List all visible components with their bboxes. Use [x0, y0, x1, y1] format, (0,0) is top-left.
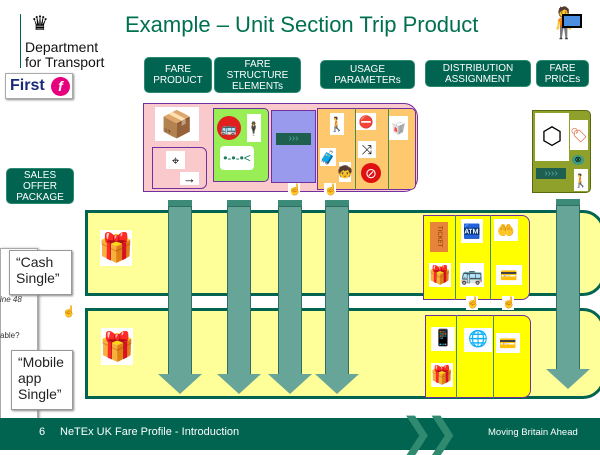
header-distribution-assignment[interactable]: DISTRIBUTION ASSIGNMENT — [425, 60, 531, 87]
flow-arrow — [315, 200, 359, 396]
contactless-card-icon: 💳 — [496, 333, 520, 353]
header-fare-prices[interactable]: FARE PRICEs — [536, 60, 589, 87]
walking-person-icon: 🚶 — [328, 113, 346, 135]
price-tag-icon: 🏷 — [570, 120, 588, 150]
pointer-hand-icon: ☝ — [288, 183, 302, 197]
footer-tagline: Moving Britain Ahead — [488, 427, 578, 438]
child-icon: 🧒 — [338, 162, 352, 182]
cash-hand-icon: 🤲 — [494, 219, 518, 241]
flow-arrow — [158, 200, 202, 396]
contactless-card-icon: 💳 — [496, 265, 522, 285]
org-name-line2: for Transport — [25, 54, 105, 70]
traveller-icon: 🧳 — [319, 148, 337, 166]
pointer-hand-icon: ☝ — [324, 183, 338, 197]
arrow-right-icon: → — [180, 172, 199, 185]
ticket-machine-icon: 🏧 — [461, 219, 483, 243]
org-name-line1: Department — [25, 39, 99, 55]
on-bus-icon: 🚌 — [460, 263, 484, 287]
shuffle-icon: ⤨ — [358, 141, 376, 158]
chevrons-icon: ›››› — [536, 168, 566, 179]
mobile-web-icon: 🌐 — [464, 328, 492, 352]
mobile-settings-icon: 📱 — [431, 327, 455, 351]
pointer-hand-icon: ☝ — [466, 296, 480, 310]
header-fare-structure-elements[interactable]: FARE STRUCTURE ELEMENTs — [214, 57, 301, 93]
dft-logo: ♛ Department for Transport — [20, 12, 130, 72]
bus-icon: 🚌 — [217, 116, 241, 140]
gift-outline-icon: 🎁 — [428, 263, 452, 287]
footer-title: NeTEx UK Fare Profile - Introduction — [60, 426, 240, 438]
royal-crest-icon: ♛ — [31, 13, 49, 35]
flow-arrow — [268, 200, 312, 396]
network-nodes-icon: •-•-•< — [220, 146, 254, 170]
footer-bar — [0, 418, 600, 450]
sales-offer-package-label[interactable]: SALES OFFER PACKAGE — [6, 168, 74, 204]
route-pin-icon: ⌖ — [166, 151, 185, 169]
ticket-icon: TICKET — [430, 222, 448, 252]
gift-outline-icon: 🎁 — [430, 363, 454, 387]
pointer-hand-icon: ☝ — [502, 296, 516, 310]
container-icon: 🥡 — [389, 116, 408, 140]
flow-arrow — [217, 200, 261, 396]
pointer-hand-icon: ☝ — [62, 305, 76, 319]
footer-chevrons: ❯❯ — [400, 411, 459, 455]
flow-arrow — [546, 199, 590, 395]
inspector-icon: 🕴 — [246, 114, 262, 142]
first-logo: First f — [5, 73, 73, 99]
page-title: Example – Unit Section Trip Product — [125, 12, 479, 37]
package-label-cash-single[interactable]: “Cash Single” — [9, 250, 72, 295]
background-text: able? — [0, 331, 20, 340]
cross-circle-icon: ⊗ — [572, 155, 584, 165]
open-box-icon: 📦 — [155, 107, 199, 141]
prohibited-icon: ⊘ — [361, 163, 381, 183]
walking-person-icon: 🚶 — [573, 169, 589, 191]
time-interval-box[interactable] — [271, 110, 316, 183]
gift-icon: 🎁 — [100, 328, 134, 365]
header-usage-parameters[interactable]: USAGE PARAMETERs — [320, 60, 415, 89]
page-number: 6 — [39, 426, 46, 438]
background-text: ine 48 — [0, 295, 22, 304]
package-label-mobile-app-single[interactable]: “Mobile app Single” — [11, 350, 73, 410]
no-interchange-icon: ⛔ — [356, 113, 376, 130]
price-cube-icon: ⬡ — [535, 113, 569, 161]
chevrons-icon: ››› — [276, 133, 311, 145]
header-fare-product[interactable]: FARE PRODUCT — [144, 57, 212, 93]
gift-icon: 🎁 — [99, 230, 133, 266]
